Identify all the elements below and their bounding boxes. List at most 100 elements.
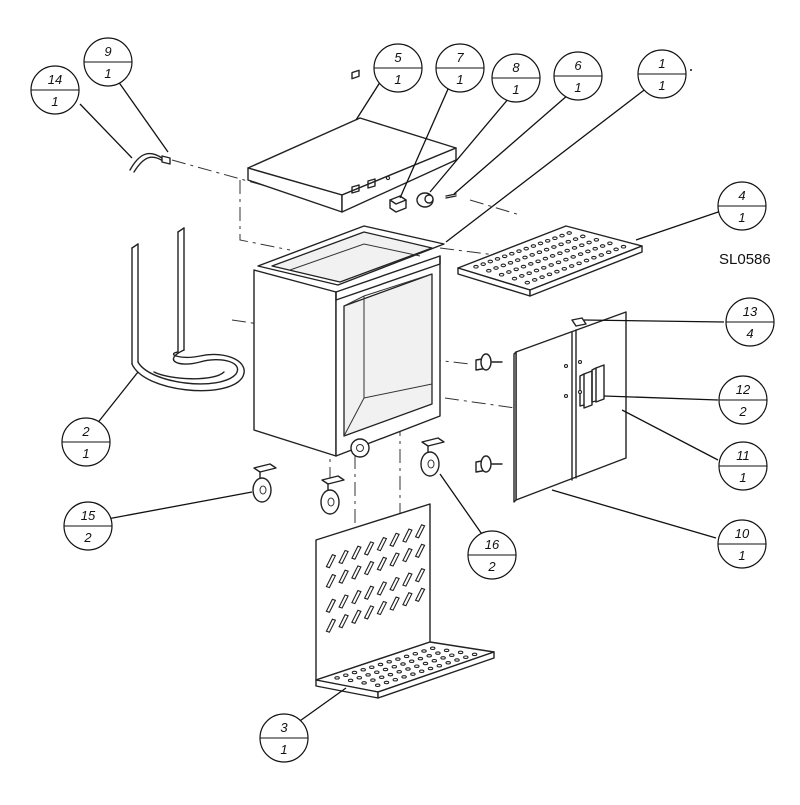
- bracket-hole: [422, 661, 429, 666]
- balloon-part-9: 91: [83, 37, 133, 87]
- shelf-hole: [529, 253, 535, 257]
- shelf-hole: [572, 237, 579, 241]
- bracket-slot: [402, 572, 413, 587]
- shelf-hole: [498, 272, 505, 277]
- shelf-hole: [537, 241, 544, 246]
- part-cabinet-body: [253, 225, 445, 458]
- part-probe-connector: [129, 152, 171, 173]
- balloon-part-number: 10: [735, 526, 750, 541]
- bracket-hole: [435, 651, 441, 655]
- balloon-part-number: 16: [485, 537, 500, 552]
- part-perforated-bracket: [315, 503, 495, 699]
- balloon-quantity: 1: [456, 72, 463, 87]
- shelf-hole: [519, 274, 525, 278]
- shelf-hole: [593, 237, 600, 242]
- shelf-hole: [487, 259, 494, 264]
- shelf-hole: [544, 238, 551, 243]
- shelf-hole: [605, 250, 612, 255]
- bracket-hole: [463, 655, 469, 659]
- shelf-hole: [620, 244, 627, 249]
- shelf-hole: [585, 249, 591, 254]
- shelf-hole: [514, 258, 521, 262]
- shelf-hole: [549, 254, 556, 258]
- shelf-hole: [494, 257, 501, 261]
- bracket-hole: [426, 654, 432, 658]
- bracket-hole: [417, 656, 424, 661]
- balloon-part-14: 141: [30, 65, 80, 115]
- balloon-part-number: 13: [743, 304, 758, 319]
- balloon-part-15: 152: [63, 501, 113, 551]
- shelf-hole: [507, 260, 514, 265]
- shelf-hole: [586, 240, 592, 245]
- bracket-hole: [403, 654, 410, 659]
- balloon-part-number: 12: [736, 382, 751, 397]
- shelf-hole: [480, 262, 486, 266]
- bracket-hole: [443, 648, 450, 653]
- balloon-quantity: 1: [738, 548, 745, 563]
- balloon-quantity: 4: [746, 326, 753, 341]
- shelf-hole: [523, 246, 529, 251]
- bracket-slot: [325, 598, 337, 613]
- leader-lines: [79, 73, 725, 729]
- bracket-slot: [338, 549, 349, 565]
- balloon-part-1: 11: [637, 49, 687, 99]
- bracket-slot: [325, 618, 337, 633]
- balloon-quantity: 1: [51, 94, 58, 109]
- bracket-hole: [365, 673, 371, 677]
- shelf-hole: [563, 257, 569, 262]
- part-perforated-shelf: [457, 225, 643, 297]
- bracket-slot: [402, 592, 413, 607]
- bracket-hole: [414, 664, 420, 668]
- shelf-hole: [500, 263, 507, 268]
- shelf-hole: [607, 241, 613, 246]
- bracket-hole: [374, 683, 381, 688]
- bracket-slot: [376, 581, 388, 596]
- balloon-part-number: 2: [81, 424, 90, 439]
- bracket-slot: [351, 609, 362, 624]
- shelf-hole: [571, 246, 578, 250]
- bracket-hole: [383, 680, 390, 685]
- bracket-hole: [457, 650, 464, 655]
- bracket-hole: [347, 678, 354, 683]
- balloon-quantity: 1: [574, 80, 581, 95]
- shelf-hole: [568, 264, 575, 268]
- shelf-hole: [558, 242, 564, 247]
- bracket-hole: [343, 673, 349, 677]
- shelf-hole: [576, 261, 582, 266]
- bracket-hole: [421, 649, 427, 653]
- bracket-hole: [360, 668, 366, 672]
- balloon-part-2: 21: [61, 417, 111, 467]
- bracket-slot: [402, 547, 413, 563]
- shelf-hole: [501, 254, 508, 259]
- shelf-hole: [509, 251, 515, 256]
- shelf-hole: [516, 249, 522, 253]
- balloon-part-7: 71: [435, 43, 485, 93]
- part-hinges: [475, 317, 587, 473]
- drawing-code: SL0586: [719, 251, 771, 268]
- shelf-hole: [561, 266, 568, 271]
- balloon-quantity: 1: [738, 210, 745, 225]
- balloon-part-number: 4: [738, 188, 745, 203]
- shelf-hole: [543, 247, 550, 252]
- shelf-hole: [539, 275, 545, 279]
- bracket-hole: [408, 659, 415, 664]
- bracket-hole: [396, 670, 402, 674]
- shelf-hole: [513, 267, 519, 272]
- shelf-hole: [592, 246, 598, 251]
- balloon-part-number: 11: [736, 448, 750, 463]
- shelf-hole: [528, 262, 534, 266]
- bracket-slot: [363, 605, 375, 620]
- shelf-hole: [577, 252, 584, 256]
- shelf-hole: [493, 266, 499, 270]
- bracket-slot: [376, 536, 388, 552]
- bracket-slot: [338, 614, 349, 629]
- balloon-part-16: 162: [467, 530, 517, 580]
- bracket-slot: [389, 532, 400, 547]
- bracket-hole: [440, 656, 446, 660]
- bracket-hole: [410, 672, 416, 676]
- part-heating-element: [131, 227, 245, 392]
- shelf-hole: [548, 263, 554, 267]
- bracket-hole: [361, 681, 367, 685]
- bracket-slot: [325, 573, 337, 589]
